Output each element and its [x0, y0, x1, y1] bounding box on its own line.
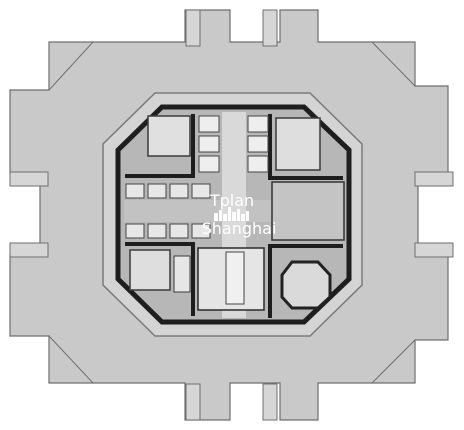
mullion	[185, 9, 201, 47]
elevator-shaft	[198, 135, 220, 153]
outline-detail	[371, 41, 416, 87]
stair-block	[147, 115, 191, 157]
outline-detail	[371, 339, 416, 384]
elevator-shaft	[247, 115, 269, 133]
elevator-shaft	[198, 115, 220, 133]
stair-block	[173, 255, 191, 293]
room-wall	[125, 114, 195, 178]
elevator-car	[147, 223, 167, 239]
stair-block	[129, 249, 171, 291]
elevator-car	[169, 223, 189, 239]
outline-detail	[48, 41, 94, 91]
room-wall	[268, 244, 343, 318]
hatched-zone	[271, 181, 345, 241]
elevator-car	[191, 223, 211, 239]
mullion	[9, 242, 49, 258]
equipment-octagon	[280, 260, 332, 310]
room-wall	[125, 242, 195, 316]
elevator-shaft	[247, 135, 269, 153]
elevator-car	[125, 223, 145, 239]
mullion	[262, 9, 278, 47]
service-stair	[225, 251, 245, 305]
room-wall	[268, 114, 343, 180]
stair-block	[275, 117, 321, 171]
outline-detail	[48, 335, 94, 384]
watermark-line2: Shanghai	[202, 219, 277, 238]
mullion	[414, 171, 454, 187]
mullion	[9, 171, 49, 187]
watermark-line1: Tplan	[209, 191, 254, 210]
mullion	[414, 242, 454, 258]
elevator-car	[191, 183, 211, 199]
elevator-car	[147, 183, 167, 199]
skyline-icon	[214, 207, 249, 221]
elevator-shaft	[247, 155, 269, 173]
elevator-shaft	[198, 155, 220, 173]
elevator-car	[125, 183, 145, 199]
mullion	[262, 383, 278, 421]
elevator-car	[169, 183, 189, 199]
mullion	[185, 383, 201, 421]
